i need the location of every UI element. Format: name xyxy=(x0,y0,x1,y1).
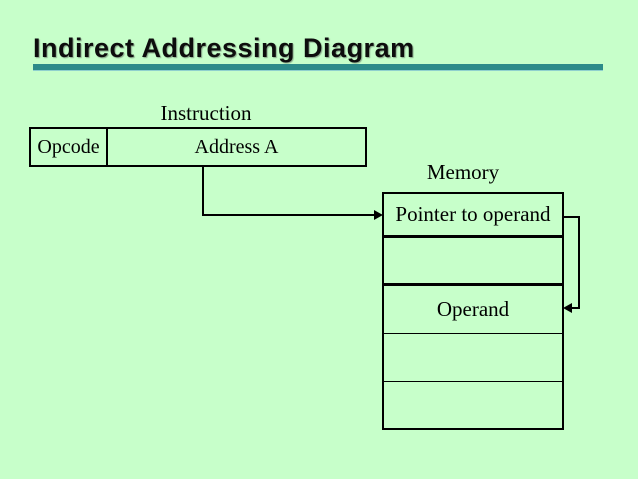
pointer-to-operand-cell: Pointer to operand xyxy=(384,194,562,238)
memory-label: Memory xyxy=(426,160,500,184)
address-a-cell: Address A xyxy=(194,135,279,158)
slide-title: Indirect Addressing Diagram xyxy=(33,33,415,63)
memory-empty-cell-1 xyxy=(384,238,562,286)
operand-cell: Operand xyxy=(384,286,562,334)
address-to-memory-connector-horizontal xyxy=(202,214,375,216)
arrowhead-right-icon xyxy=(374,210,383,220)
memory-table: Pointer to operand Operand xyxy=(382,192,564,430)
memory-empty-cell-2 xyxy=(384,334,562,382)
pointer-feedback-connector-vertical xyxy=(578,216,580,309)
opcode-cell: Opcode xyxy=(31,129,108,165)
memory-empty-cell-3 xyxy=(384,382,562,428)
address-to-memory-connector-vertical xyxy=(202,167,204,216)
pointer-feedback-connector-bottom xyxy=(571,307,580,309)
pointer-feedback-connector-top xyxy=(563,216,580,218)
arrowhead-left-icon xyxy=(563,303,572,313)
instruction-label: Instruction xyxy=(160,101,252,125)
instruction-box: Opcode Address A xyxy=(29,127,367,167)
title-underline xyxy=(33,64,603,71)
